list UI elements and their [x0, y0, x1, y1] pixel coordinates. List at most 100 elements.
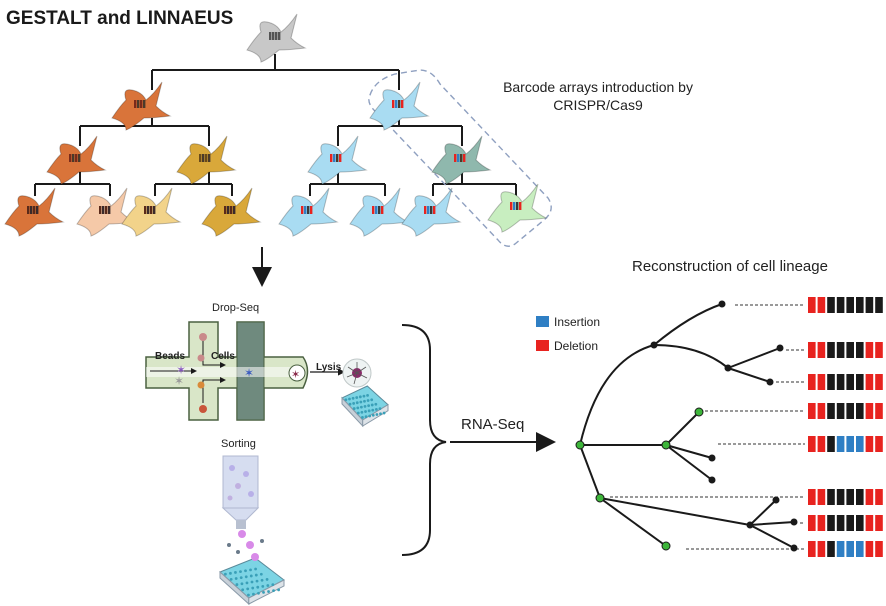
barcode-segment [875, 541, 883, 557]
leaf-connector-lines [610, 304, 805, 550]
barcode-array [808, 489, 883, 505]
blue-child-cell [307, 135, 368, 185]
rnaseq-label: RNA-Seq [461, 416, 525, 433]
legend-deletion-swatch [536, 340, 549, 351]
figure-title: GESTALT and LINNAEUS [6, 8, 234, 29]
barcode-segment [827, 374, 835, 390]
barcode-segment [836, 489, 845, 505]
sorting-cytometer [221, 455, 264, 561]
barcode-segment [836, 436, 845, 452]
barcode-segment [817, 436, 826, 452]
well-plate-lysis [341, 385, 389, 428]
barcode-segment [836, 297, 845, 313]
barcode-segment [856, 374, 864, 390]
barcode-segment [875, 489, 883, 505]
legend-deletion-label: Deletion [554, 339, 599, 353]
leaf-blue-cell-1 [278, 187, 339, 237]
barcode-array [808, 297, 883, 313]
sorting-label: Sorting [221, 438, 256, 450]
barcode-array [808, 374, 883, 390]
barcode-segment [856, 403, 864, 419]
barcode-segment [808, 515, 816, 531]
lysis-bubble [342, 358, 372, 388]
barcode-segment [846, 342, 854, 358]
tree-node [708, 476, 716, 484]
dropseq-label: Drop-Seq [212, 302, 260, 314]
leaf-yellow-cell [121, 187, 182, 237]
barcode-segment [836, 342, 845, 358]
legend-insertion-label: Insertion [554, 315, 601, 329]
tree-node [724, 364, 732, 372]
tree-node [772, 496, 780, 504]
bead-star: ✶ [291, 368, 300, 381]
barcode-segment [875, 436, 883, 452]
barcode-segment [875, 515, 883, 531]
barcode-segment [808, 489, 816, 505]
tree-node [790, 518, 798, 526]
barcode-segment [836, 374, 845, 390]
barcode-segment [817, 541, 826, 557]
barcode-segment [817, 515, 826, 531]
barcode-segment [817, 297, 826, 313]
leaf-blue-cell-3 [401, 187, 462, 237]
gold-cell [176, 135, 237, 185]
barcode-segment [827, 436, 835, 452]
barcode-segment [808, 541, 816, 557]
barcode-segment [846, 403, 854, 419]
barcode-segment [836, 515, 845, 531]
tree-node-highlight [661, 541, 671, 551]
blue-cell [369, 81, 430, 131]
bead-star: ✶ [176, 363, 186, 377]
barcode-array [808, 436, 883, 452]
barcode-segment [865, 489, 874, 505]
barcode-segment [865, 297, 874, 313]
barcode-segment [865, 342, 874, 358]
cell-dot [199, 333, 207, 341]
bead-star: ✶ [174, 374, 184, 388]
tree-node [718, 300, 726, 308]
barcode-segment [817, 489, 826, 505]
barcode-segment [808, 436, 816, 452]
barcode-segment [817, 403, 826, 419]
barcode-segment [875, 374, 883, 390]
tree-node [650, 341, 658, 349]
barcode-segment [808, 374, 816, 390]
barcode-segment [808, 403, 816, 419]
leaf-gold-cell [201, 187, 262, 237]
barcode-segment [865, 436, 874, 452]
leaf-peach-cell [76, 187, 137, 237]
lineage-tree-lines [34, 54, 517, 196]
barcode-segment [865, 541, 874, 557]
barcode-segment [846, 489, 854, 505]
barcode-segment [827, 297, 835, 313]
barcode-segment [817, 374, 826, 390]
tree-node-highlight [595, 493, 605, 503]
tree-node-highlight [575, 440, 585, 450]
barcode-segment [856, 515, 864, 531]
tree-node [790, 544, 798, 552]
tree-node [708, 454, 716, 462]
barcode-segment [846, 436, 854, 452]
teal-cell [431, 135, 492, 185]
barcode-segment [808, 297, 816, 313]
barcode-segment [856, 297, 864, 313]
tree-node-highlight [694, 407, 704, 417]
tree-node-highlight [661, 440, 671, 450]
barcode-segment [827, 342, 835, 358]
barcode-segment [827, 515, 835, 531]
barcode-segment [846, 374, 854, 390]
barcode-segment [875, 342, 883, 358]
barcode-segment [827, 541, 835, 557]
leaf-blue-cell-2 [349, 187, 410, 237]
barcode-segment [817, 342, 826, 358]
barcode-segment [875, 297, 883, 313]
orange-cell [111, 81, 172, 131]
tree-node [746, 521, 754, 529]
barcode-segment [846, 297, 854, 313]
barcode-segment [836, 403, 845, 419]
barcode-segment [827, 403, 835, 419]
barcode-segment [846, 515, 854, 531]
barcode-segment [856, 489, 864, 505]
leaf-orange-cell [4, 187, 65, 237]
